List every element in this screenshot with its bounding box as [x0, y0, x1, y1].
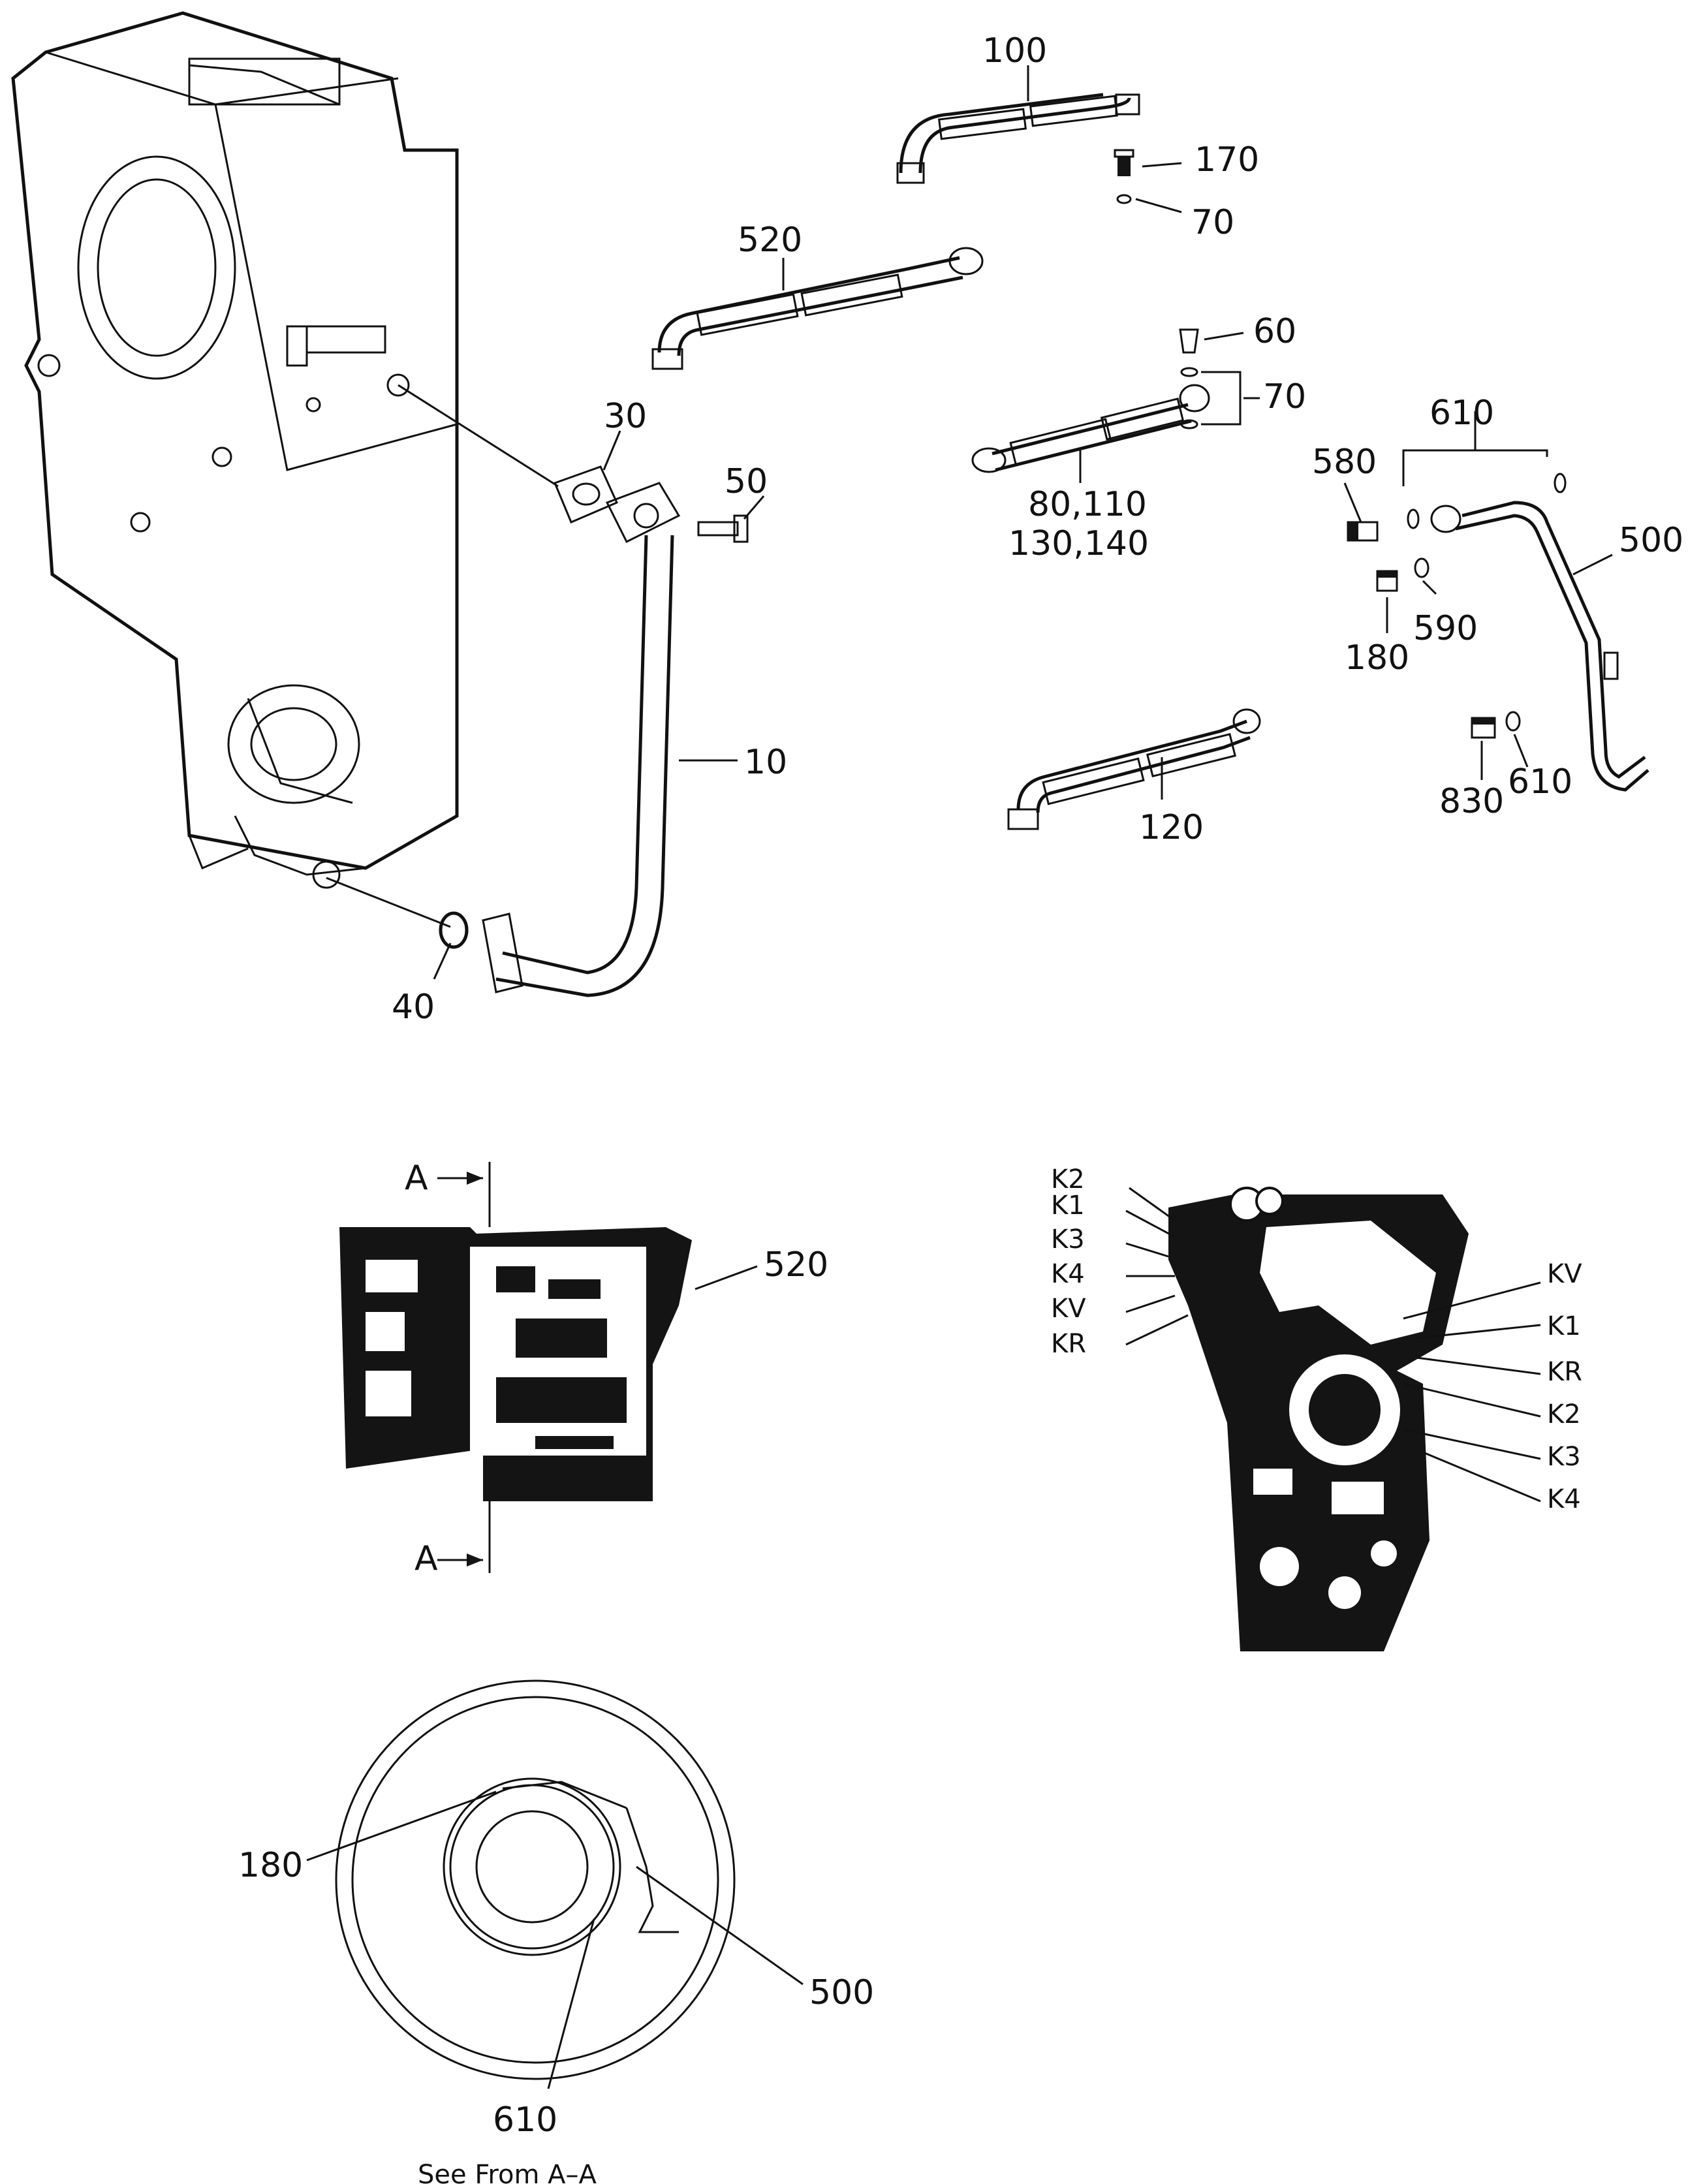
port-label-k4-right: K4: [1547, 1484, 1581, 1514]
callout-520: 520: [738, 221, 802, 260]
hose-520: [651, 247, 984, 370]
hose-80-110: [971, 371, 1242, 473]
plug-180: [1376, 570, 1398, 592]
port-label-k4: K4: [1051, 1259, 1085, 1289]
section-caption: See From A–A: [418, 2160, 597, 2184]
port-label-kr: KR: [1051, 1329, 1086, 1359]
section-a-bottom: A: [414, 1539, 438, 1578]
callout-170: 170: [1195, 140, 1259, 179]
callout-180-b: 180: [238, 1846, 303, 1885]
leader-lines: [433, 65, 1613, 980]
callout-labels: 100 170 70 520 60 70 30 50 610 580 80,11…: [238, 31, 1683, 2184]
bolt-50: [697, 514, 749, 543]
port-label-k1-right: K1: [1547, 1311, 1581, 1341]
callout-80-110: 80,110: [1028, 485, 1147, 524]
o-ring-590: [1414, 557, 1430, 578]
fitting-170: [1114, 149, 1134, 204]
callout-580: 580: [1312, 443, 1377, 482]
section-a-a-view: [306, 1679, 804, 2089]
section-a-top: A: [405, 1159, 428, 1198]
banjo-bolt-60: [1179, 328, 1199, 429]
callout-70-a: 70: [1191, 203, 1234, 242]
callout-70-b: 70: [1263, 377, 1306, 416]
port-labels-right: KV K1 KR K2 K3 K4: [1547, 1259, 1582, 1514]
port-label-k2-right: K2: [1547, 1399, 1581, 1429]
callout-10: 10: [744, 743, 787, 782]
callout-610-a: 610: [1430, 394, 1494, 433]
port-label-kv-right: KV: [1547, 1259, 1582, 1289]
port-label-kr-right: KR: [1547, 1357, 1582, 1387]
gasket-30: [398, 384, 618, 523]
callout-500-b: 500: [809, 1973, 874, 2012]
port-label-k2: K2: [1051, 1164, 1085, 1194]
callout-520-b: 520: [764, 1245, 828, 1285]
callout-180-a: 180: [1345, 638, 1409, 678]
port-labels-left: K2 K1 K3 K4 KV KR: [1051, 1164, 1086, 1359]
callout-130-140: 130,140: [1008, 524, 1149, 563]
callout-40: 40: [392, 988, 435, 1027]
callout-610-c: 610: [493, 2100, 557, 2140]
seal-ring-40: [326, 877, 469, 949]
fitting-580: [1347, 521, 1379, 542]
port-label-k1: K1: [1051, 1191, 1085, 1221]
hose-120: [1007, 708, 1261, 830]
port-label-kv: KV: [1051, 1294, 1086, 1324]
port-label-k3-right: K3: [1547, 1442, 1581, 1472]
callout-30: 30: [604, 397, 647, 436]
callout-500-a: 500: [1619, 521, 1683, 560]
transmission-housing: [11, 11, 459, 889]
plug-830: [1471, 711, 1521, 739]
valve-body-view: [1125, 1187, 1541, 1651]
transmission-side-view: [339, 1162, 758, 1573]
pipe-500: [1402, 449, 1649, 792]
callout-120: 120: [1139, 808, 1204, 847]
hose-100: [896, 93, 1140, 184]
callout-830: 830: [1439, 782, 1504, 821]
port-label-k3: K3: [1051, 1225, 1085, 1255]
callout-50: 50: [725, 462, 768, 501]
callout-590: 590: [1413, 609, 1478, 648]
callout-100: 100: [982, 31, 1047, 70]
callout-610-b: 610: [1508, 762, 1572, 802]
pipe-10: [482, 482, 681, 997]
callout-60: 60: [1253, 312, 1296, 351]
